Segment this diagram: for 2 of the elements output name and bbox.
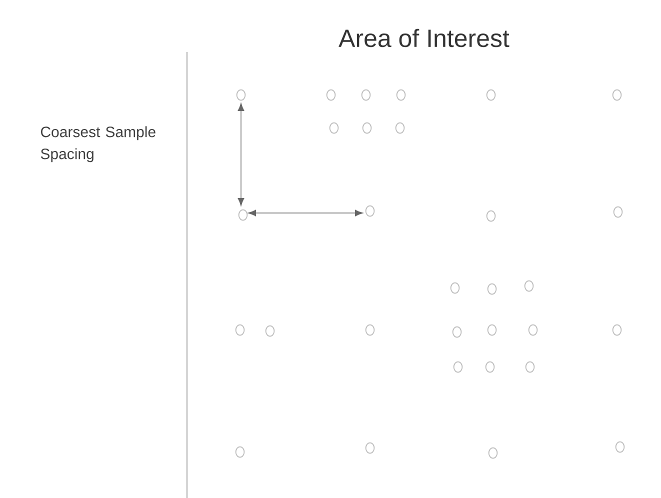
side-label: Coarsest Sample Spacing bbox=[40, 126, 156, 162]
title: Area of Interest bbox=[338, 28, 510, 48]
